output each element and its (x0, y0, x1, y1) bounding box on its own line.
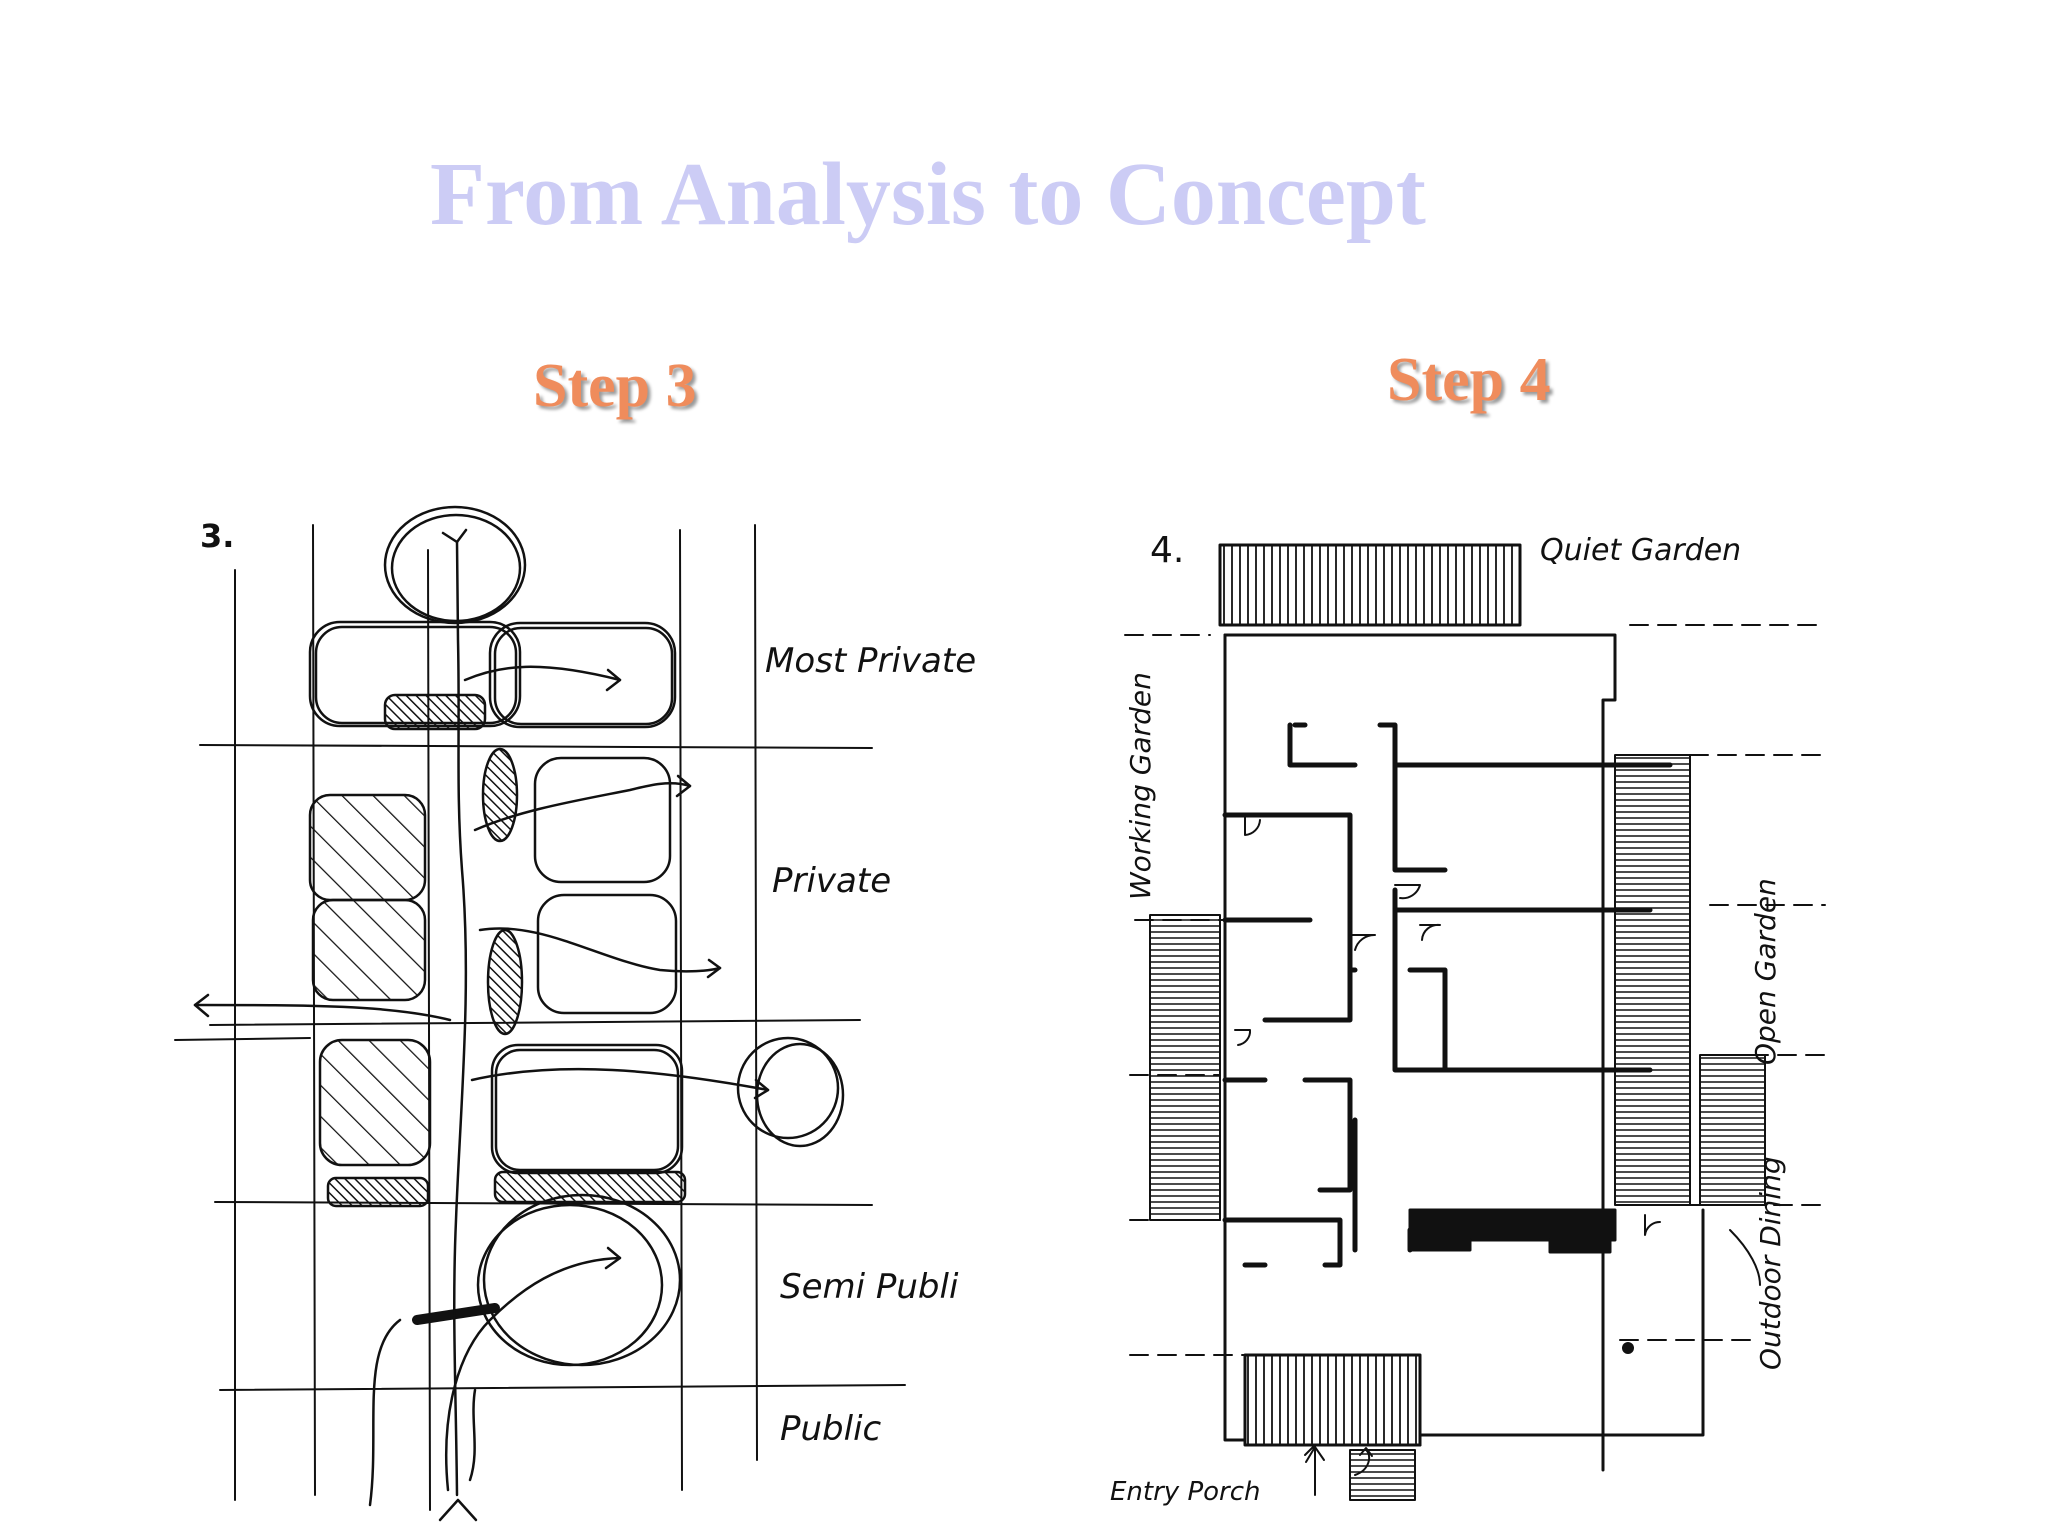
step-4-heading: Step 4 (1387, 346, 1551, 414)
buffer-zones (326, 693, 687, 1325)
interior-walls (1222, 722, 1673, 1268)
label-outdoor-dining: Outdoor Dining (1754, 1156, 1787, 1370)
garden-areas (1149, 543, 1766, 1501)
zone-label-public: Public (780, 1409, 882, 1449)
exterior-walls (1223, 633, 1705, 1472)
door-swings (1234, 814, 1661, 1236)
floor-plan-sketch: 4. (1110, 530, 1826, 1507)
service-zones (308, 793, 432, 1167)
label-quiet-garden: Quiet Garden (1540, 533, 1741, 568)
entry-arrow (1304, 1444, 1325, 1496)
kitchen-counters (1408, 1208, 1617, 1254)
zone-labels: Most Private Private Semi Publi Public (765, 641, 976, 1449)
zone-label-private: Private (772, 861, 891, 901)
step-3-heading: Step 3 (533, 352, 697, 420)
sketch-3-number: 3. (200, 517, 234, 555)
zone-label-most-private: Most Private (765, 641, 976, 681)
dining-leader (1729, 1229, 1761, 1286)
porch-arrow (1354, 1447, 1373, 1476)
column-dot (1622, 1342, 1634, 1354)
exterior-extension-lines (1124, 624, 1826, 1356)
label-open-garden: Open Garden (1749, 878, 1782, 1065)
sketch-4-number: 4. (1150, 530, 1184, 571)
zone-label-semi-public: Semi Publi (780, 1267, 959, 1307)
label-entry-porch: Entry Porch (1110, 1477, 1261, 1507)
floor-plan-labels: Quiet Garden Working Garden Open Garden … (1110, 533, 1787, 1507)
label-working-garden: Working Garden (1124, 672, 1157, 900)
circulation-paths (193, 528, 770, 1522)
zoning-bubble-diagram: 3. (174, 505, 976, 1522)
slide-title: From Analysis to Concept (430, 145, 1426, 244)
